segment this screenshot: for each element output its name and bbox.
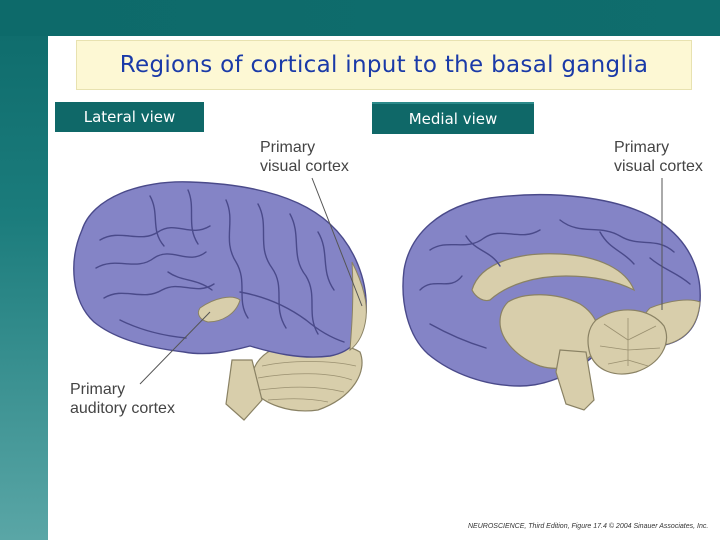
lateral-brainstem <box>225 359 263 421</box>
lateral-auditory-area <box>197 296 241 323</box>
label-line-1: Primary <box>614 139 670 156</box>
label-primary-auditory: Primary auditory cortex <box>70 380 200 418</box>
label-primary-visual-medial: Primary visual cortex <box>614 138 718 176</box>
slide-frame-top <box>0 0 720 36</box>
slide-title-box: Regions of cortical input to the basal g… <box>76 40 692 90</box>
lateral-cortex <box>73 181 367 358</box>
slide-title: Regions of cortical input to the basal g… <box>119 52 649 78</box>
label-line-2: visual cortex <box>260 158 349 175</box>
label-line-1: Primary <box>70 381 126 398</box>
slide-frame-left <box>0 0 48 540</box>
lateral-view-tab: Lateral view <box>55 102 204 132</box>
label-primary-visual-lateral: Primary visual cortex <box>260 138 370 176</box>
lateral-view-label: Lateral view <box>83 108 176 126</box>
medial-brainstem <box>555 349 595 411</box>
label-line-1: Primary <box>260 139 316 156</box>
medial-view-label: Medial view <box>408 110 498 128</box>
label-line-2: auditory cortex <box>70 400 175 417</box>
medial-view-tab: Medial view <box>372 102 534 134</box>
lateral-brain <box>73 177 367 421</box>
figure-credit: NEUROSCIENCE, Third Edition, Figure 17.4… <box>468 523 709 530</box>
medial-brain <box>402 178 701 411</box>
lateral-visual-area <box>349 261 367 352</box>
medial-corpus-callosum <box>471 253 636 302</box>
medial-cerebellum <box>587 309 668 375</box>
label-line-2: visual cortex <box>614 158 703 175</box>
